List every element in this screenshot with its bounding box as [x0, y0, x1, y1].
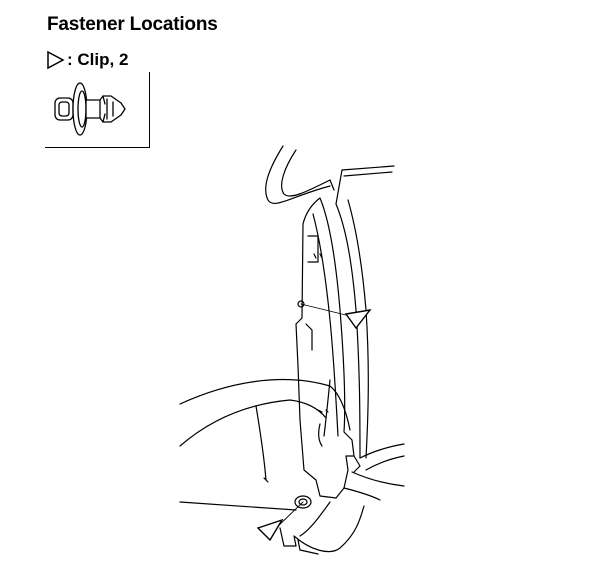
clip-detail-box [45, 72, 150, 148]
fender-curve-lower [179, 399, 327, 447]
fastener-legend: : Clip, 2 [45, 49, 128, 71]
upper-frame [265, 145, 331, 205]
fender-curve-upper [179, 378, 351, 431]
triangle-callout-icon [344, 309, 372, 330]
triangle-outline-icon [47, 50, 65, 70]
legend-label: : Clip, 2 [67, 50, 129, 69]
roof-rail [341, 165, 395, 171]
pillar-trim-panel [295, 197, 355, 499]
rocker-panel [359, 443, 405, 459]
triangle-callout-icon [256, 518, 284, 542]
lower-sill [179, 501, 297, 511]
clip-hole-lower [294, 495, 312, 509]
pillar-outer [335, 203, 361, 459]
push-clip-icon [54, 82, 126, 136]
page-title: Fastener Locations [47, 14, 218, 35]
clip-hole-upper [297, 300, 305, 308]
